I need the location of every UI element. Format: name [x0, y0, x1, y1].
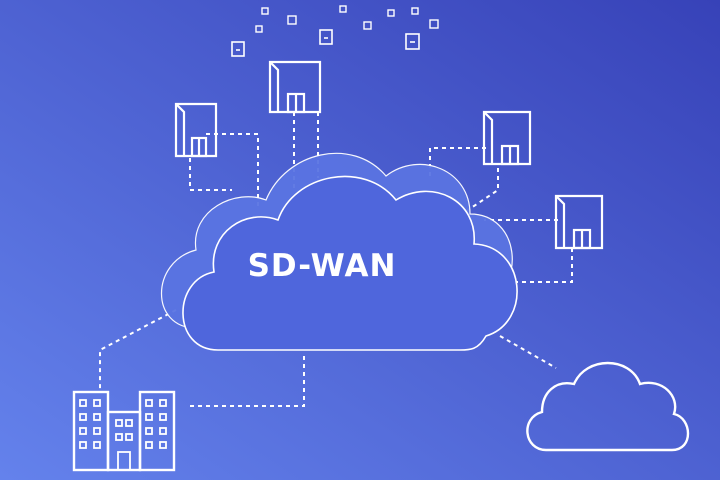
connection-lines [99, 112, 573, 407]
branch-office-icon [482, 110, 532, 166]
branch-office-icon [554, 194, 604, 250]
branch-office-icon [268, 60, 322, 114]
main-cloud [182, 175, 518, 351]
small-branch-icon [319, 29, 333, 45]
headquarters-building-icon [72, 390, 176, 472]
small-dots-cluster [255, 5, 439, 33]
branch-office-icon [174, 102, 218, 158]
small-branch-icon [405, 33, 420, 50]
sd-wan-label: SD-WAN [247, 248, 397, 284]
external-cloud-icon [526, 361, 690, 452]
small-branch-icon [231, 41, 245, 57]
